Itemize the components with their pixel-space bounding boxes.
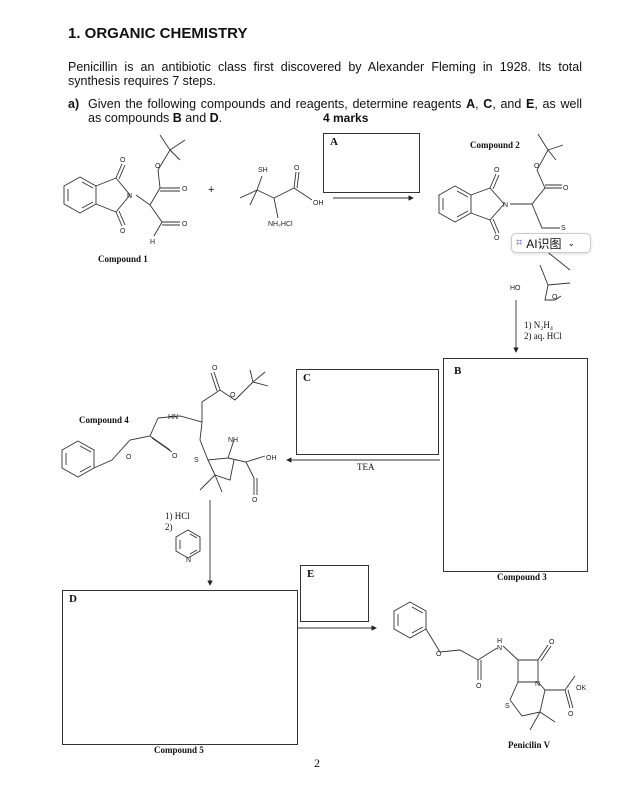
- q-sep: .: [218, 111, 223, 125]
- box-label: B: [454, 365, 462, 377]
- atom-label: O: [155, 163, 161, 170]
- intro-paragraph: Penicillin is an antibiotic class first …: [68, 60, 582, 88]
- caption-compound-4: Compound 4: [79, 415, 129, 425]
- atom-label: O: [552, 294, 558, 301]
- atom-label: HN: [168, 414, 178, 421]
- q-D: D: [209, 111, 219, 125]
- atom-label: O: [212, 365, 218, 372]
- caption-compound-3: Compound 3: [497, 572, 547, 582]
- condition-line: 1) HCl: [165, 511, 190, 521]
- reagent-structure: [239, 171, 313, 219]
- atom-label: H: [497, 638, 502, 645]
- atom-label: OK: [576, 685, 586, 692]
- box-label: A: [330, 136, 338, 148]
- atom-label: SH: [258, 167, 268, 174]
- atom-label: O: [494, 235, 500, 242]
- atom-label: OH: [266, 455, 277, 462]
- atom-label: S: [194, 457, 199, 464]
- atom-label: O: [534, 163, 540, 170]
- atom-label: NH₂HCl: [268, 221, 293, 228]
- atom-label: O: [172, 453, 178, 460]
- ai-button-label: AI识图: [526, 236, 562, 251]
- atom-label: OH: [313, 200, 324, 207]
- atom-label: N: [127, 193, 132, 200]
- atom-label: O: [252, 497, 258, 504]
- q-sep: ,: [475, 97, 484, 111]
- atom-label: H: [150, 239, 155, 246]
- answer-box-A[interactable]: A: [323, 133, 420, 193]
- pyridine-structure: [175, 529, 201, 559]
- answer-box-D[interactable]: D: [62, 590, 298, 745]
- ai-image-recognition-button[interactable]: ⌗ AI识图 ⌄: [511, 233, 591, 253]
- q-sep: , and: [492, 97, 527, 111]
- q-sep: and: [181, 111, 210, 125]
- q-A: A: [466, 97, 476, 111]
- atom-label: O: [294, 165, 300, 172]
- box-label: D: [69, 593, 77, 605]
- q-B: B: [172, 111, 182, 125]
- atom-label: O: [476, 683, 482, 690]
- answer-box-C[interactable]: C: [296, 369, 439, 455]
- caption-penicillin-v: Penicilin V: [508, 740, 551, 750]
- condition-line: 2) aq. HCl: [524, 331, 562, 341]
- atom-label: S: [505, 703, 510, 710]
- caption-compound-2: Compound 2: [470, 140, 520, 150]
- caption-compound-1: Compound 1: [98, 254, 148, 264]
- question-text: Given the following compounds and reagen…: [88, 97, 582, 125]
- atom-label: O: [494, 167, 500, 174]
- plus-sign: +: [208, 184, 215, 196]
- compound-4-structure: [61, 369, 269, 495]
- penicillin-v-structure: [393, 601, 576, 731]
- atom-label: O: [182, 221, 188, 228]
- atom-label: O: [436, 651, 442, 658]
- atom-label: N: [497, 645, 502, 652]
- atom-label: O: [563, 185, 569, 192]
- compound-2-structure: [438, 133, 571, 301]
- atom-label: N: [535, 681, 540, 688]
- condition-tea: TEA: [357, 462, 375, 472]
- scan-icon: ⌗: [516, 236, 523, 249]
- answer-box-B[interactable]: B: [443, 358, 588, 572]
- atom-label: O: [549, 639, 555, 646]
- atom-label: HO: [510, 285, 521, 292]
- condition-line: 2): [165, 522, 173, 532]
- box-label: E: [307, 568, 315, 580]
- compound-1-structure: [63, 134, 186, 237]
- box-label: C: [303, 372, 311, 384]
- page-number: 2: [314, 756, 320, 770]
- atom-label: NH: [228, 437, 238, 444]
- condition-line: 1) N₂H₄: [524, 320, 554, 330]
- q-text: Given the following compounds and reagen…: [88, 97, 467, 111]
- atom-label: O: [182, 186, 188, 193]
- question-a: a) Given the following compounds and rea…: [68, 97, 582, 125]
- atom-label: O: [120, 157, 126, 164]
- chevron-down-icon[interactable]: ⌄: [567, 237, 576, 248]
- atom-label: N: [186, 557, 191, 564]
- atom-label: O: [568, 711, 574, 718]
- q-C: C: [483, 97, 493, 111]
- caption-compound-5: Compound 5: [154, 745, 204, 755]
- atom-label: S: [561, 225, 566, 232]
- atom-labels: O O N O O O H SH O OH NH₂HCl O O N O O S…: [120, 157, 586, 718]
- q-text: , as well as compounds: [88, 97, 582, 125]
- q-E: E: [526, 97, 535, 111]
- marks-label: 4 marks: [323, 111, 369, 125]
- answer-box-E[interactable]: E: [300, 565, 369, 622]
- question-label: a): [68, 97, 80, 111]
- atom-label: O: [126, 454, 132, 461]
- atom-label: N: [503, 202, 508, 209]
- atom-label: O: [120, 228, 126, 235]
- atom-label: O: [230, 392, 236, 399]
- section-heading: 1. ORGANIC CHEMISTRY: [68, 25, 248, 42]
